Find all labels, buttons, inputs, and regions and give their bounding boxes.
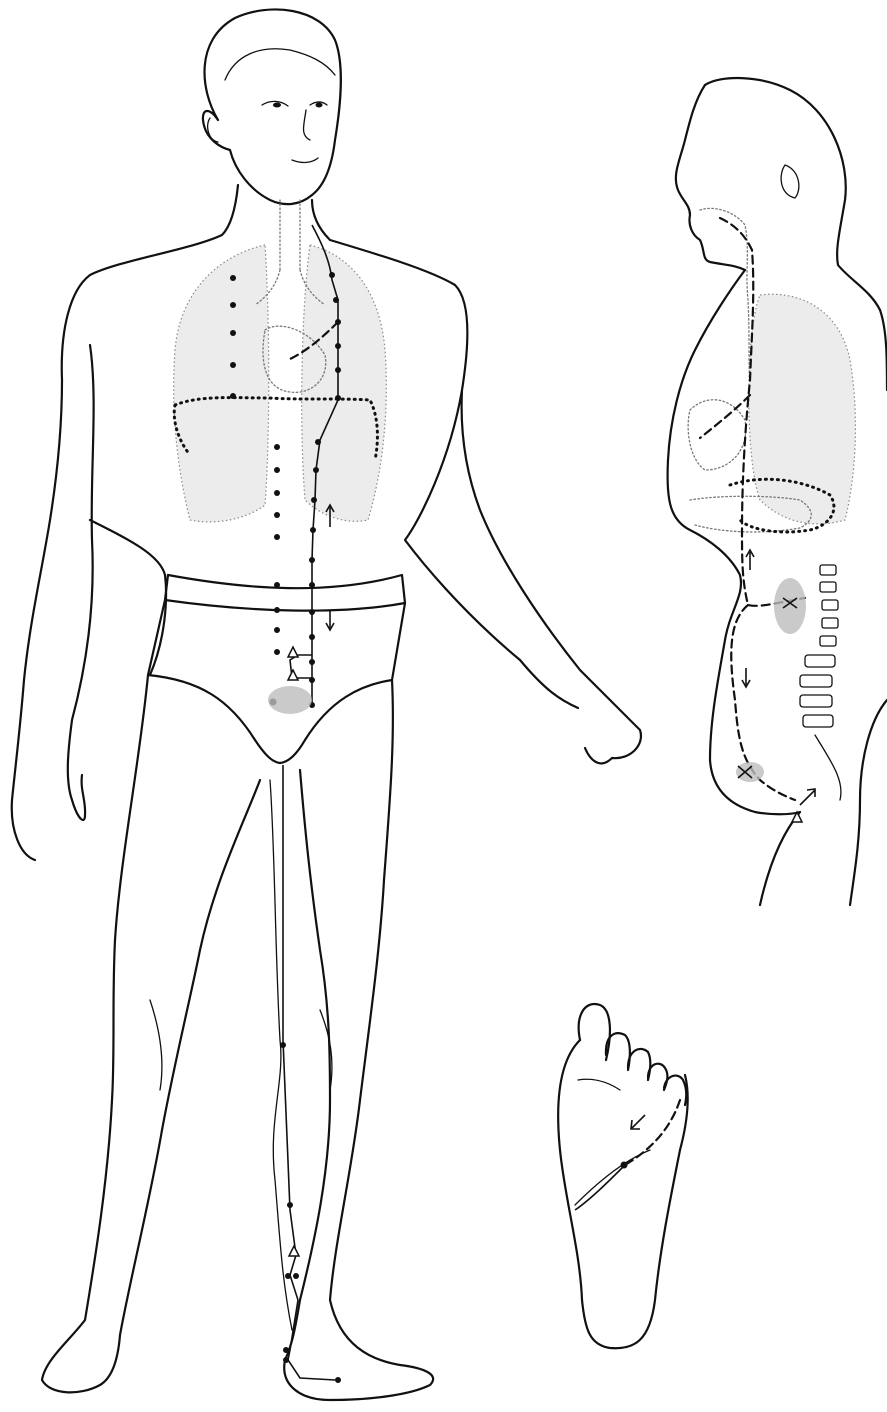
open-triangle-marker bbox=[289, 1246, 299, 1256]
front-knee-line bbox=[150, 1000, 332, 1090]
side-body-figure bbox=[668, 78, 887, 905]
open-triangle-marker bbox=[288, 647, 298, 657]
side-shaded-area-upper bbox=[774, 578, 806, 634]
front-leg-meridian-inner bbox=[270, 780, 292, 1330]
front-mouth bbox=[292, 158, 318, 162]
foot-sole-meridian bbox=[625, 1100, 680, 1165]
open-triangle-marker bbox=[288, 670, 298, 680]
side-heart bbox=[688, 400, 746, 470]
side-shaded-area-lower bbox=[736, 762, 764, 782]
foot-toe-2 bbox=[606, 1033, 630, 1070]
front-body-figure bbox=[12, 9, 641, 1400]
front-shaded-area bbox=[268, 686, 312, 714]
side-face-profile bbox=[676, 85, 745, 270]
upward-arrow-icon bbox=[746, 550, 754, 570]
downward-arrow-icon bbox=[742, 668, 750, 687]
diagonal-arrow-icon bbox=[800, 789, 815, 805]
downward-arrow-icon bbox=[326, 610, 334, 630]
side-ear bbox=[781, 165, 799, 198]
foot-sole-figure bbox=[558, 1004, 688, 1348]
front-right-pupil bbox=[316, 103, 323, 108]
side-back-outline bbox=[850, 310, 887, 905]
front-briefs bbox=[148, 575, 405, 763]
front-hair bbox=[225, 49, 335, 80]
front-leg-points bbox=[280, 1042, 341, 1383]
front-left-pupil bbox=[273, 103, 281, 108]
side-head-outline bbox=[705, 78, 880, 310]
foot-sole-outline bbox=[558, 1040, 688, 1348]
foot-toe-3 bbox=[628, 1049, 650, 1080]
foot-sole-meridian-solid bbox=[575, 1165, 625, 1210]
front-ear bbox=[208, 118, 218, 142]
foot-sole-arch bbox=[575, 1079, 650, 1205]
side-lung bbox=[749, 294, 856, 524]
foot-sole-point bbox=[621, 1162, 628, 1169]
front-nose bbox=[304, 110, 311, 140]
side-vertebrae bbox=[800, 565, 841, 800]
diagonal-arrow-icon bbox=[631, 1115, 645, 1129]
front-right-lung bbox=[174, 245, 269, 522]
front-legs-outline bbox=[42, 675, 433, 1400]
front-left-lung bbox=[302, 245, 387, 521]
foot-toe-5 bbox=[664, 1076, 686, 1105]
